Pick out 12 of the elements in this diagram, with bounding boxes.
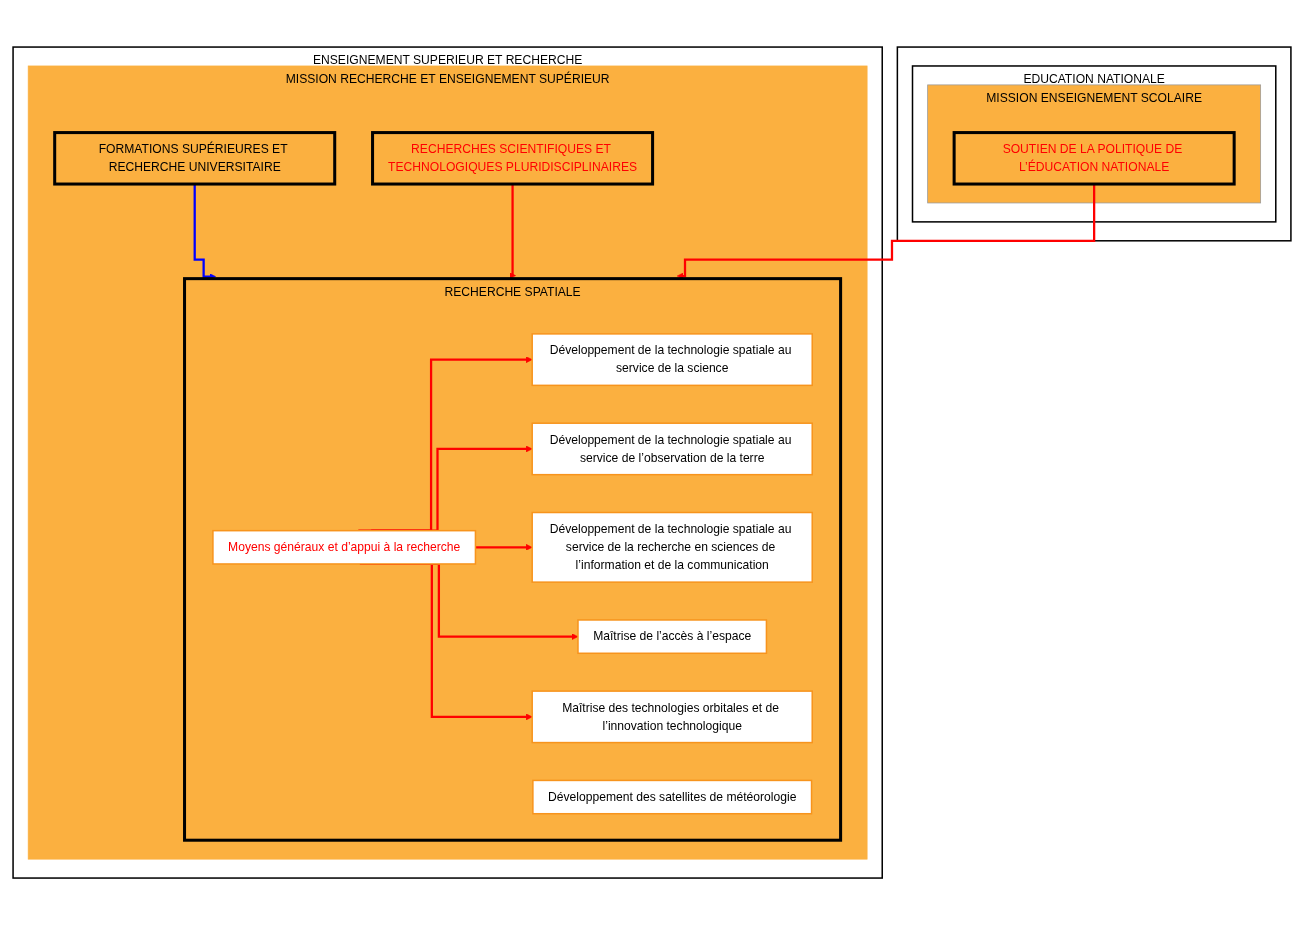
node-box: Développement de la technologie spatiale au service de l’observation de la terre xyxy=(531,422,813,476)
arrow xyxy=(475,544,533,552)
node-box: Développement des satellites de météorologie xyxy=(532,780,813,815)
node-box: SOUTIEN DE LA POLITIQUE DE L’ÉDUCATION NATIONALE xyxy=(952,131,1236,186)
node-box: Développement de la technologie spatiale au service de la science xyxy=(531,333,813,387)
node-box: Développement de la technologie spatiale au service de la recherche en sciences de l’information et de la communication xyxy=(531,512,813,584)
cluster xyxy=(896,46,1292,242)
node-box: Maîtrise de l’accès à l’espace xyxy=(577,619,768,655)
node-box: Moyens généraux et d’appui à la recherche xyxy=(212,530,477,566)
node-box: RECHERCHES SCIENTIFIQUES ET TECHNOLOGIQUES PLURIDISCIPLINAIRES xyxy=(371,131,655,186)
node-box: Maîtrise des technologies orbitales et de l’innovation technologique xyxy=(531,690,813,744)
node-box: FORMATIONS SUPÉRIEURES ET RECHERCHE UNIVERSITAIRE xyxy=(53,131,337,186)
